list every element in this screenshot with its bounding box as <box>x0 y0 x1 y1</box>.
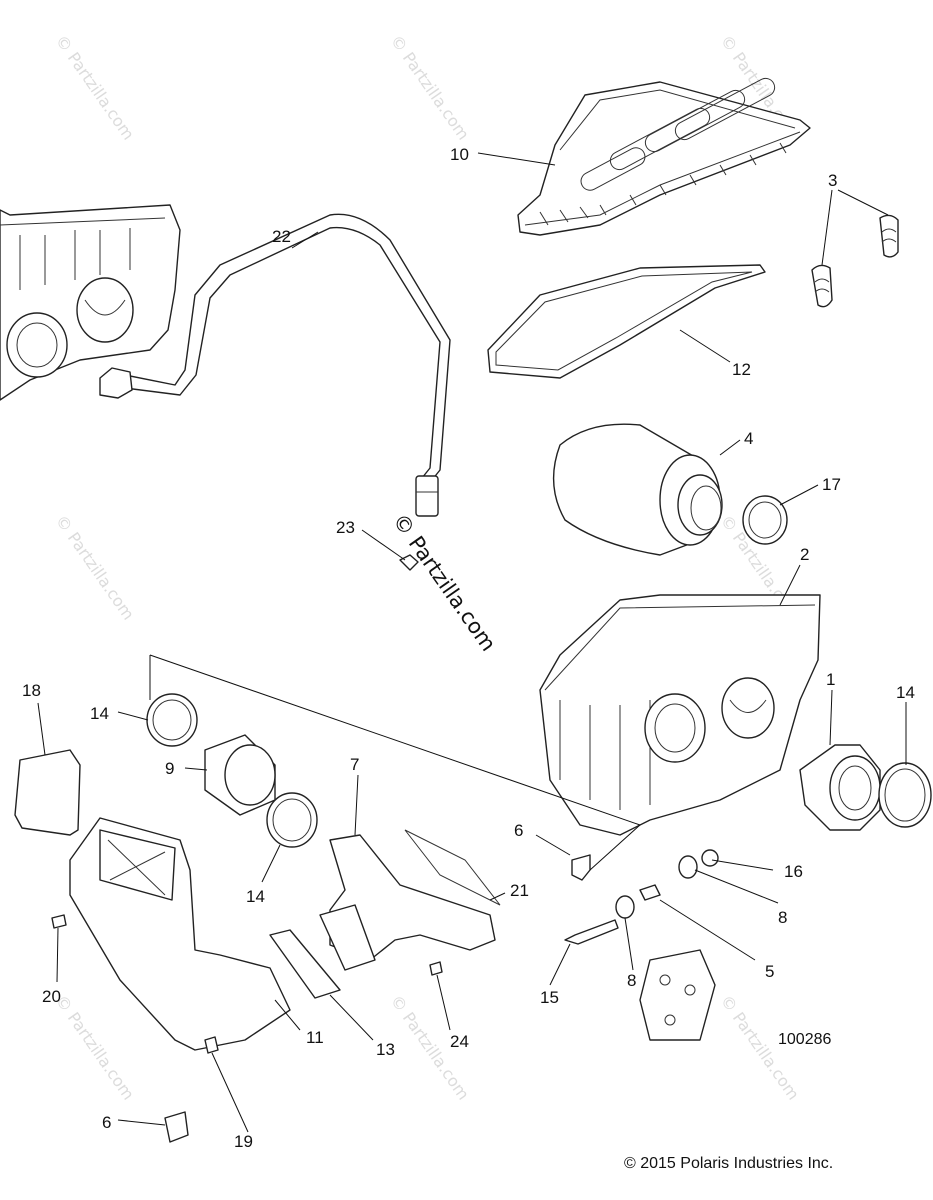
callout-17: 17 <box>822 475 841 494</box>
duct-seal <box>269 929 341 999</box>
watermark: © Partzilla.com <box>52 511 138 623</box>
callout-6: 6 <box>514 821 523 840</box>
callout-14: 14 <box>90 704 109 723</box>
callout-6: 6 <box>102 1113 111 1132</box>
watermark: © Partzilla.com <box>52 31 138 143</box>
callout-12: 12 <box>732 360 751 379</box>
cover-plate <box>14 749 81 836</box>
callout-24: 24 <box>450 1032 469 1051</box>
brand-watermark: © Partzilla.com <box>388 509 501 656</box>
breather-tube <box>99 213 451 517</box>
callout-10: 10 <box>450 145 469 164</box>
callout-5: 5 <box>765 962 774 981</box>
airbox-main <box>539 594 821 836</box>
lid-gasket <box>487 264 766 379</box>
filter-clamp <box>742 495 788 545</box>
reference-number: 100286 <box>778 1031 831 1048</box>
callout-7: 7 <box>350 755 359 774</box>
fasteners <box>51 849 719 1143</box>
coupler-sleeve <box>204 734 276 816</box>
callouts: 10 3 22 12 4 17 23 2 18 14 1 14 9 7 6 16… <box>22 145 915 1151</box>
clamp-upper-left <box>146 693 198 747</box>
lower-intake-housing <box>69 817 291 1051</box>
callout-16: 16 <box>784 862 803 881</box>
callout-20: 20 <box>42 987 61 1006</box>
air-filter <box>552 423 723 556</box>
callout-23: 23 <box>336 518 355 537</box>
watermark: © Partzilla.com <box>387 31 473 143</box>
intake-duct <box>319 834 496 971</box>
clamp-lower-left <box>266 792 318 848</box>
spring-clips <box>811 214 899 308</box>
airbox-partial-left <box>0 204 181 401</box>
callout-18: 18 <box>22 681 41 700</box>
callout-14: 14 <box>896 683 915 702</box>
callout-4: 4 <box>744 429 753 448</box>
callout-3: 3 <box>828 171 837 190</box>
callout-21: 21 <box>510 881 529 900</box>
leader-lines <box>37 152 907 1133</box>
airbox-lid <box>517 77 811 236</box>
callout-9: 9 <box>165 759 174 778</box>
callout-22: 22 <box>272 227 291 246</box>
callout-8: 8 <box>627 971 636 990</box>
callout-2: 2 <box>800 545 809 564</box>
callout-14: 14 <box>246 887 265 906</box>
copyright-notice: © 2015 Polaris Industries Inc. <box>624 1155 833 1172</box>
callout-1: 1 <box>826 670 835 689</box>
callout-19: 19 <box>234 1132 253 1151</box>
intake-boot <box>799 744 881 831</box>
callout-13: 13 <box>376 1040 395 1059</box>
callout-11: 11 <box>306 1028 324 1047</box>
decal <box>404 829 501 906</box>
tube-fitting <box>399 554 419 571</box>
watermark: © Partzilla.com <box>52 991 138 1103</box>
clamp-right <box>878 762 932 828</box>
mounting-bracket <box>639 949 716 1041</box>
callout-15: 15 <box>540 988 559 1007</box>
callout-8: 8 <box>778 908 787 927</box>
